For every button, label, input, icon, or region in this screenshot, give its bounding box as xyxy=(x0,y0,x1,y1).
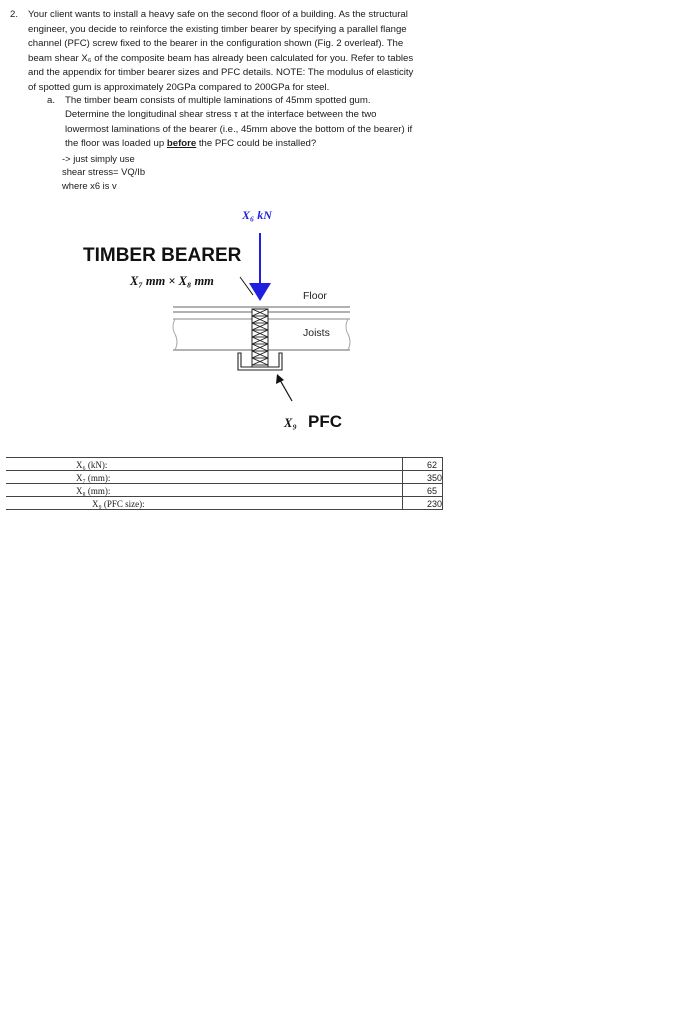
note-line: shear stress= VQ/Ib xyxy=(62,166,146,178)
part-line: lowermost laminations of the bearer (i.e… xyxy=(65,123,413,135)
break-mark-right xyxy=(345,318,351,351)
floor-label: Floor xyxy=(303,290,327,302)
part-line: The timber beam consists of multiple lam… xyxy=(65,95,371,106)
row-label: X₉ (PFC size): xyxy=(6,496,403,510)
pfc-pointer-shaft xyxy=(279,379,293,402)
dims-label: X₇ mm × X₈ mm xyxy=(129,274,214,288)
table-row: X₉ (PFC size): 230 xyxy=(6,496,444,510)
values-table: X₆ (kN): 62 X₇ (mm): 350 X₈ (mm): 65 X₉ … xyxy=(6,457,444,510)
table-row: X₈ (mm): 65 xyxy=(6,483,444,497)
part-line-post: the PFC could be installed? xyxy=(196,138,317,150)
note-line: where x6 is v xyxy=(62,179,117,191)
break-mark-left xyxy=(172,318,178,351)
part-letter: a. xyxy=(47,95,56,106)
intro-line: of spotted gum is approximately 20GPa co… xyxy=(28,81,330,93)
pfc-variable: X₉ xyxy=(283,416,297,430)
intro-line: channel (PFC) screw fixed to the bearer … xyxy=(28,38,404,50)
figure-title: TIMBER BEARER xyxy=(83,245,242,266)
row-value: 230 xyxy=(401,496,444,510)
handwritten-note: -> just simply use shear stress= VQ/Ib w… xyxy=(62,152,145,192)
question-intro: Your client wants to install a heavy saf… xyxy=(28,8,450,96)
question-block: 2. Your client wants to install a heavy … xyxy=(10,8,450,96)
pfc-channel xyxy=(237,352,283,371)
row-label: X₇ (mm): xyxy=(6,470,403,484)
part-text: The timber beam consists of multiple lam… xyxy=(65,94,447,152)
intro-line: Your client wants to install a heavy saf… xyxy=(28,9,408,20)
row-value: 65 xyxy=(401,483,444,497)
joists-label: Joists xyxy=(303,327,330,339)
row-label: X₆ (kN): xyxy=(6,457,403,471)
table-row: X₆ (kN): 62 xyxy=(6,457,444,471)
question-part-a: a. The timber beam consists of multiple … xyxy=(47,94,447,152)
timber-bearer-figure: X₆ kN TIMBER BEARER X₇ mm × X₈ mm Floor … xyxy=(83,208,351,431)
load-arrow-head xyxy=(249,283,271,301)
part-line-pre: the floor was loaded up xyxy=(65,138,167,150)
row-value: 350 xyxy=(401,470,444,484)
table-row: X₇ (mm): 350 xyxy=(6,470,444,484)
laminated-bearer xyxy=(251,308,269,370)
part-line: Determine the longitudinal shear stress … xyxy=(65,109,377,121)
note-line: -> just simply use xyxy=(62,153,135,164)
part-line-bold: before xyxy=(166,138,197,150)
intro-line: and the appendix for timber bearer sizes… xyxy=(28,67,414,79)
part-line-last: the floor was loaded up before the PFC c… xyxy=(65,137,447,151)
pfc-label: PFC xyxy=(308,412,342,431)
intro-line: beam shear X₆ of the composite beam has … xyxy=(28,52,414,64)
dims-pointer xyxy=(239,276,254,296)
pfc-pointer-head xyxy=(276,374,284,384)
load-label: X₆ kN xyxy=(241,208,273,222)
question-number: 2. xyxy=(10,9,19,20)
row-value: 62 xyxy=(401,457,444,471)
intro-line: engineer, you decide to reinforce the ex… xyxy=(28,23,407,35)
row-label: X₈ (mm): xyxy=(6,483,403,497)
